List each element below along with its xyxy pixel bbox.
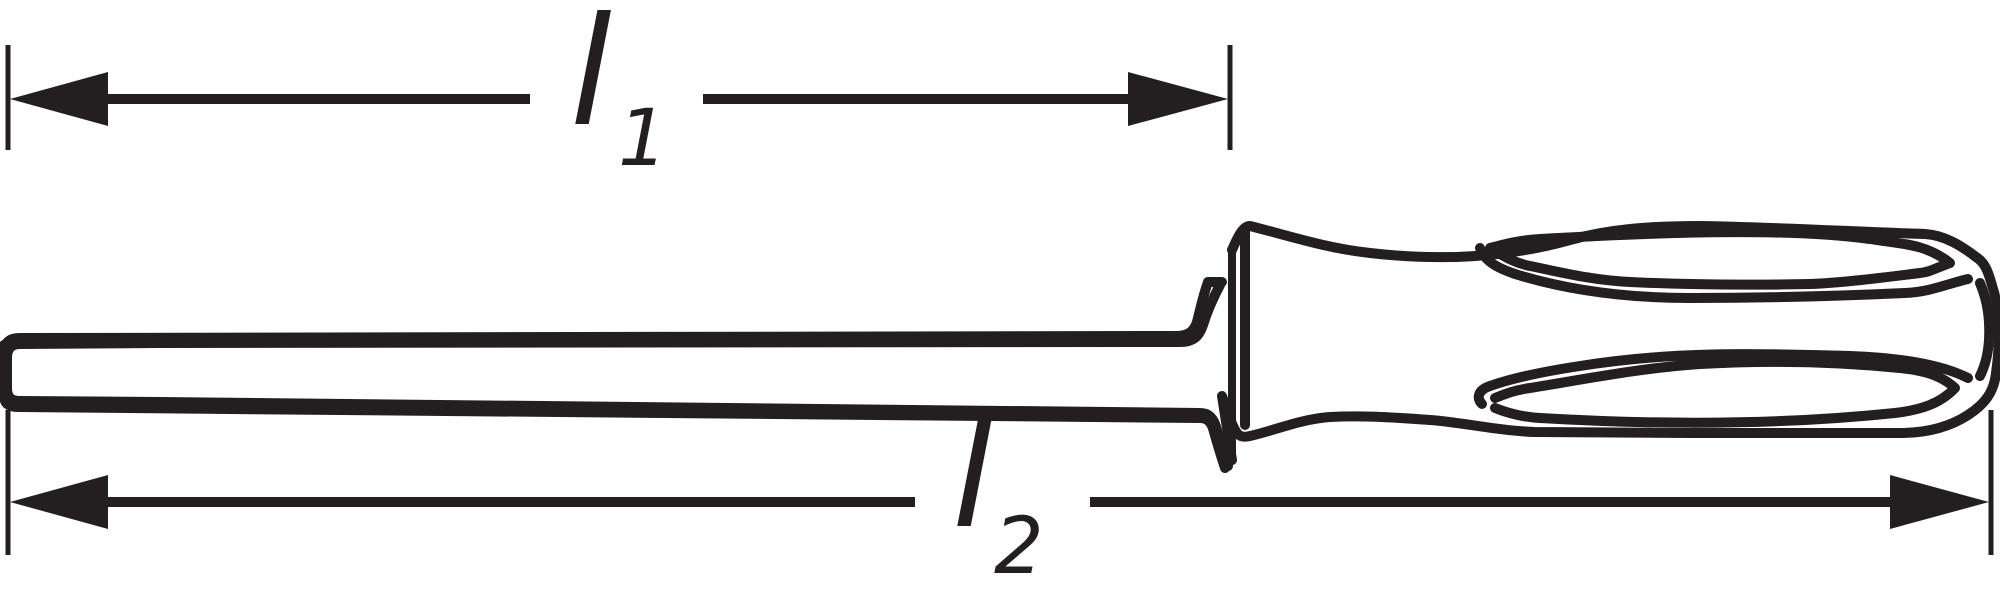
arrowhead-l1-left xyxy=(10,72,108,126)
handle-lower-groove xyxy=(1473,349,1973,428)
dimension-label-l1-subscript: 1 xyxy=(618,94,668,184)
arrowhead-l2-right xyxy=(1890,475,1989,529)
dimension-label-l2: l xyxy=(952,388,994,562)
handle-upper-groove xyxy=(1475,227,1973,303)
blade-top-edge xyxy=(2,280,1233,471)
dimension-l1 xyxy=(5,45,1233,150)
dimension-l2 xyxy=(5,410,1994,555)
screwdriver-handle-outline xyxy=(1217,221,2000,465)
dimension-label-l1: l xyxy=(570,0,612,160)
handle-end-cap xyxy=(1975,278,1995,381)
arrowhead-l2-left xyxy=(10,475,108,529)
screwdriver xyxy=(0,221,2000,473)
arrowhead-l1-right xyxy=(1128,72,1228,126)
screwdriver-blade xyxy=(0,277,1230,473)
dimension-label-l2-subscript: 2 xyxy=(994,502,1044,592)
